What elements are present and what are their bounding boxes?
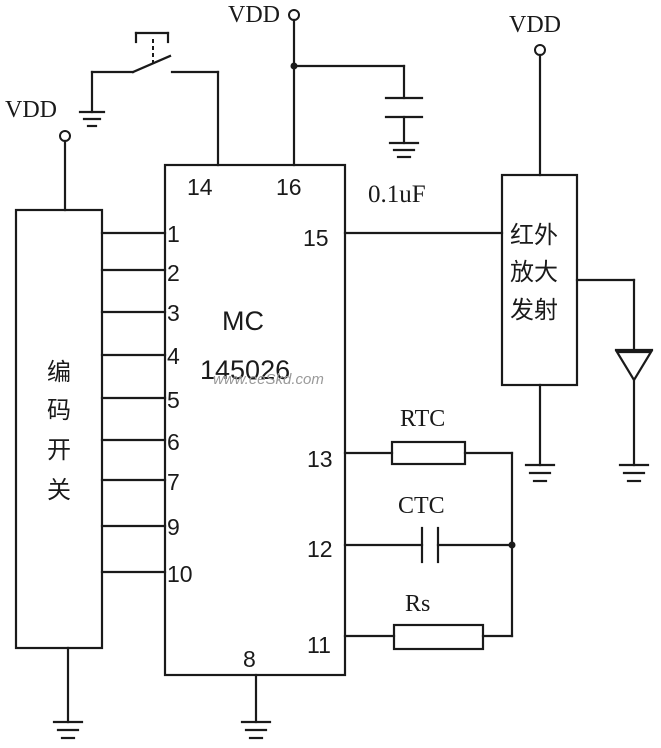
pin-label-9: 9 — [167, 514, 180, 540]
ir-amplifier-block: 红外 放大 发射 — [500, 173, 579, 387]
ir-amp-ground-icon — [524, 383, 556, 483]
ic-name-line1: MC — [222, 306, 264, 336]
pin-label-11: 11 — [307, 632, 331, 658]
rs-label: Rs — [405, 591, 430, 617]
watermark: www.eeSkd.com — [213, 371, 324, 388]
pin-label-6: 6 — [167, 429, 180, 455]
pin-label-16: 16 — [276, 174, 302, 200]
pin-label-3: 3 — [167, 300, 180, 326]
encoder-char-4: 关 — [47, 476, 71, 504]
encoder-vdd-terminal: VDD — [5, 97, 71, 212]
pin-label-8: 8 — [243, 646, 256, 672]
pin-label-7: 7 — [167, 469, 180, 495]
push-button-switch — [78, 31, 220, 167]
decoupling-capacitor: 0.1uF — [368, 96, 426, 208]
ic-name-line2: 145026 — [200, 355, 290, 385]
encoder-switch: 编 码 开 关 — [14, 208, 104, 650]
pin-label-15: 15 — [303, 225, 329, 251]
capacitor-value: 0.1uF — [368, 181, 426, 208]
pin-label-4: 4 — [167, 343, 180, 369]
ir-amp-line2: 放大 — [510, 258, 558, 286]
address-lines — [100, 231, 167, 574]
ic-left-pin-labels: 1 2 3 4 5 6 7 9 10 — [167, 221, 193, 587]
encoder-char-3: 开 — [47, 436, 71, 464]
ic-vdd-label: VDD — [228, 2, 280, 28]
rs-resistor — [392, 623, 485, 651]
pin-label-1: 1 — [167, 221, 180, 247]
ic-ground-icon — [240, 673, 272, 740]
ir-amp-line3: 发射 — [510, 296, 558, 324]
pin-label-2: 2 — [167, 260, 180, 286]
ir-led-diode-icon — [575, 278, 654, 483]
ir-amp-vdd-label: VDD — [509, 12, 561, 38]
ctc-label: CTC — [398, 493, 445, 519]
pin-label-14: 14 — [187, 174, 213, 200]
ir-amp-vdd-terminal: VDD — [509, 12, 561, 177]
encoder-char-2: 码 — [47, 396, 71, 424]
pin-label-13: 13 — [307, 446, 333, 472]
ic-mc145026: MC 145026 — [163, 163, 347, 677]
encoder-char-1: 编 — [47, 358, 71, 386]
ir-amp-line1: 红外 — [510, 221, 558, 249]
pin-label-12: 12 — [307, 536, 333, 562]
rtc-resistor — [390, 440, 467, 466]
oscillator-network — [343, 440, 516, 651]
encoder-ground-icon — [52, 646, 84, 740]
encoder-vdd-label: VDD — [5, 97, 57, 123]
rtc-label: RTC — [400, 406, 445, 432]
pin-label-5: 5 — [167, 387, 180, 413]
pin-label-10: 10 — [167, 561, 193, 587]
ic-vdd-terminal: VDD — [228, 2, 406, 167]
